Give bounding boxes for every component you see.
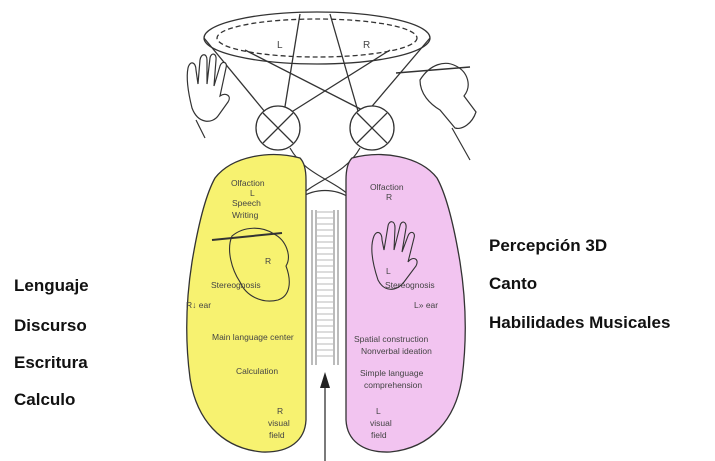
callosum-hatching — [317, 212, 333, 356]
right-writing-hand — [396, 63, 476, 160]
left-olfaction: Olfaction — [231, 178, 265, 188]
corpus-callosum — [312, 210, 338, 365]
right-hand-side: L — [386, 266, 391, 276]
label-lenguaje: Lenguaje — [14, 276, 89, 296]
left-main-language: Main language center — [212, 332, 294, 342]
left-visual-field-2: field — [269, 430, 285, 440]
label-calculo: Calculo — [14, 390, 75, 410]
left-writing: Writing — [232, 210, 259, 220]
left-eye — [256, 106, 300, 150]
right-visual-field-1: visual — [370, 418, 392, 428]
right-spatial: Spatial construction — [354, 334, 428, 344]
visual-field-cone — [204, 12, 430, 125]
right-stereognosis: Stereognosis — [385, 280, 435, 290]
label-escritura: Escritura — [14, 353, 88, 373]
left-olfaction-side: L — [250, 188, 255, 198]
right-olfaction-side: R — [386, 192, 392, 202]
right-visual-field-side: L — [376, 406, 381, 416]
midline-arrow-head — [320, 372, 330, 388]
right-simple-language-2: comprehension — [364, 380, 422, 390]
left-ear: R↓ ear — [186, 300, 211, 310]
label-discurso: Discurso — [14, 316, 87, 336]
left-hand-side: R — [265, 256, 271, 266]
label-habilidades-musicales: Habilidades Musicales — [489, 313, 670, 333]
label-canto: Canto — [489, 274, 537, 294]
visual-field-left-label: L — [277, 40, 283, 51]
right-simple-language-1: Simple language — [360, 368, 424, 378]
right-ear: L» ear — [414, 300, 438, 310]
left-calculation: Calculation — [236, 366, 278, 376]
left-speech: Speech — [232, 198, 261, 208]
left-stereognosis: Stereognosis — [211, 280, 261, 290]
label-percepcion-3d: Percepción 3D — [489, 236, 607, 256]
right-visual-field-2: field — [371, 430, 387, 440]
left-visual-field-1: visual — [268, 418, 290, 428]
right-nonverbal: Nonverbal ideation — [361, 346, 432, 356]
visual-field-right-label: R — [363, 40, 370, 51]
right-hemisphere — [346, 155, 465, 452]
right-olfaction: Olfaction — [370, 182, 404, 192]
right-eye — [350, 106, 394, 150]
left-raised-hand — [187, 54, 229, 138]
left-visual-field-side: R — [277, 406, 283, 416]
